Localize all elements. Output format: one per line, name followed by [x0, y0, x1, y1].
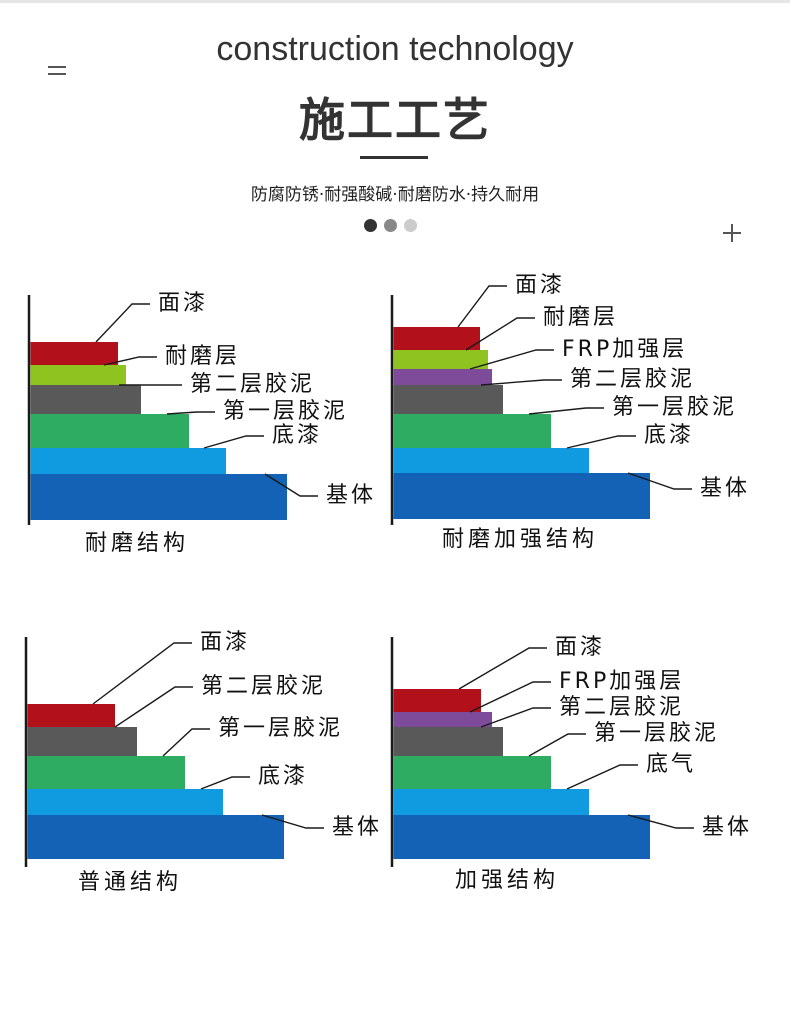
layer-bar	[30, 365, 126, 385]
leader-line	[162, 728, 210, 757]
menu-icon[interactable]	[46, 62, 68, 78]
leader-line	[528, 407, 604, 415]
layer-label: 第二层胶泥	[201, 674, 326, 699]
layer-label: 第一层胶泥	[612, 395, 737, 420]
layer-label: 第一层胶泥	[594, 721, 719, 746]
layer-bar	[30, 474, 287, 520]
layer-label: 第一层胶泥	[218, 716, 343, 741]
layer-bar	[30, 448, 226, 474]
layer-bar	[27, 756, 185, 789]
layer-bar	[27, 789, 223, 815]
layer-bar	[393, 385, 503, 414]
layer-label: 第二层胶泥	[190, 372, 315, 397]
layer-label: 基体	[700, 476, 750, 501]
layer-label: 基体	[326, 483, 376, 508]
layer-bar	[393, 448, 589, 473]
layer-bar	[27, 704, 115, 727]
leader-line	[264, 473, 318, 497]
carousel-dot[interactable]	[364, 219, 377, 232]
leader-line	[627, 472, 692, 490]
leader-line	[166, 411, 215, 415]
layer-bar	[393, 815, 650, 859]
layer-label: 面漆	[158, 291, 208, 316]
structure-name: 普通结构	[78, 870, 182, 895]
title-underline	[360, 156, 428, 159]
structure-name: 加强结构	[455, 868, 559, 893]
leader-line	[114, 686, 193, 728]
page-title-en: construction technology	[216, 30, 574, 68]
layer-label: FRP加强层	[562, 337, 687, 362]
layer-bar	[30, 385, 141, 414]
layer-bar	[393, 756, 551, 789]
layer-label: 第二层胶泥	[559, 695, 684, 720]
leader-line	[480, 379, 562, 386]
layer-label: 基体	[332, 815, 382, 840]
layer-bar	[27, 727, 137, 756]
top-divider	[0, 0, 790, 3]
leader-line	[95, 303, 150, 343]
leader-line	[528, 733, 586, 757]
layer-bar	[393, 712, 492, 727]
layer-label: 耐磨层	[165, 344, 240, 369]
layer-bar	[393, 350, 488, 369]
layer-label: 第一层胶泥	[223, 399, 348, 424]
page-title: 施工工艺	[299, 93, 491, 147]
layer-label: 底气	[646, 752, 696, 777]
leader-line	[566, 764, 638, 790]
leader-line	[200, 776, 250, 790]
layer-bar	[393, 369, 492, 385]
leader-line	[261, 814, 324, 829]
layer-bar	[393, 727, 503, 756]
leader-line	[203, 435, 264, 449]
leader-line	[103, 356, 157, 366]
plus-icon[interactable]	[719, 220, 745, 246]
layer-label: 基体	[702, 815, 752, 840]
layer-label: 底漆	[258, 764, 308, 789]
layer-label: 底漆	[272, 423, 322, 448]
leader-line	[458, 647, 547, 690]
leader-line	[627, 814, 694, 829]
layer-label: 面漆	[555, 635, 605, 660]
leader-line	[469, 681, 551, 713]
layer-label: FRP加强层	[559, 669, 684, 694]
layer-bar	[27, 815, 284, 859]
layer-bar	[393, 414, 551, 448]
layer-label: 面漆	[515, 273, 565, 298]
carousel-dot[interactable]	[404, 219, 417, 232]
layer-bar	[393, 689, 481, 712]
layer-bar	[393, 789, 589, 815]
layer-label: 面漆	[200, 630, 250, 655]
layer-label: 耐磨层	[543, 305, 618, 330]
leader-line	[480, 707, 551, 728]
layer-bar	[393, 327, 480, 350]
layer-bar	[393, 473, 650, 519]
carousel-dot[interactable]	[384, 219, 397, 232]
layer-bar	[30, 342, 118, 365]
leader-line	[457, 285, 507, 328]
layer-bar	[30, 414, 189, 448]
leader-line	[92, 642, 192, 705]
leader-line	[465, 317, 535, 351]
layer-label: 底漆	[644, 423, 694, 448]
structure-name: 耐磨加强结构	[442, 527, 598, 552]
leader-line	[469, 349, 554, 370]
structure-name: 耐磨结构	[85, 531, 189, 556]
leader-line	[566, 435, 636, 449]
layer-label: 第二层胶泥	[570, 367, 695, 392]
page-subtitle: 防腐防锈·耐强酸碱·耐磨防水·持久耐用	[250, 185, 540, 205]
